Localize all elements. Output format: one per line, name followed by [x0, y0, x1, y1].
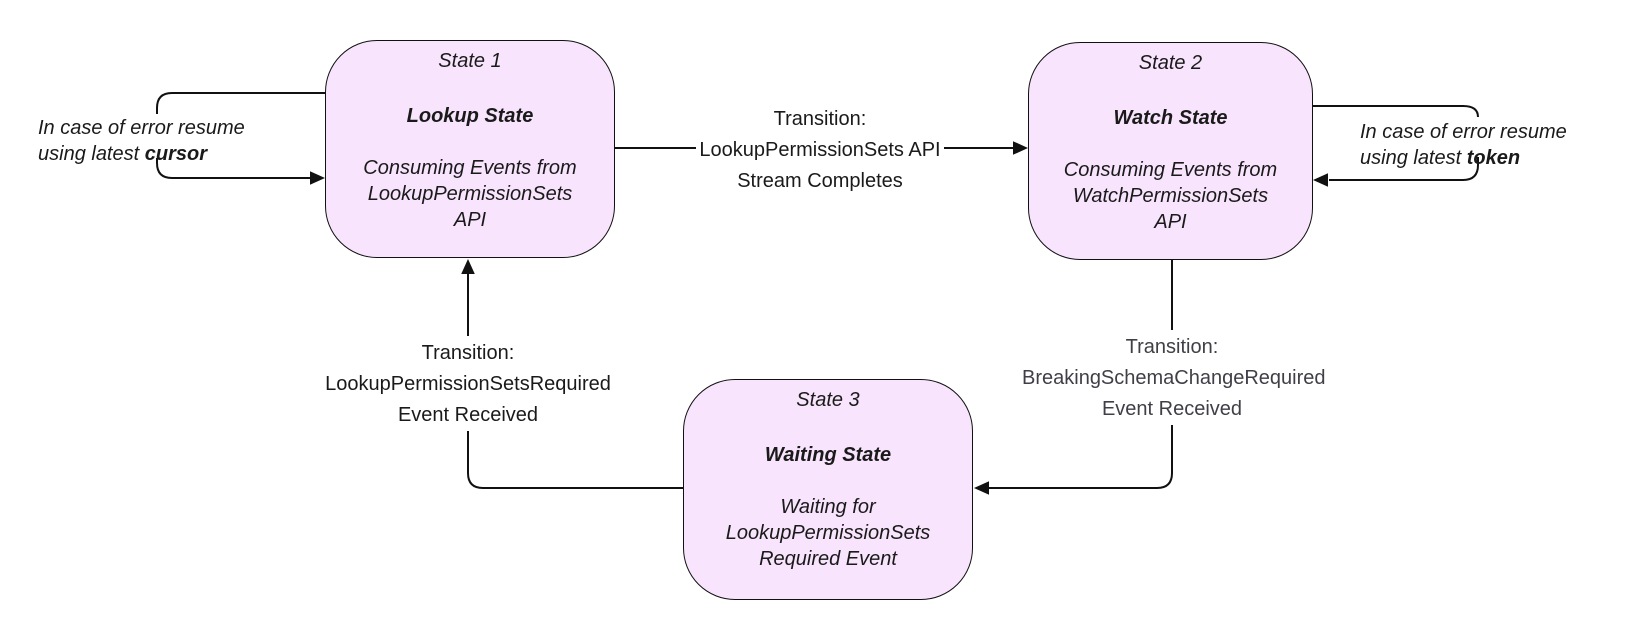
state-title: State 2	[1138, 52, 1203, 74]
error-note-line: using latest cursor	[38, 141, 245, 167]
error-note-cursor: In case of error resume using latest cur…	[38, 115, 245, 167]
error-note-prefix: using latest	[38, 143, 140, 165]
transition-line-waiting-to-lookup-lower	[467, 431, 683, 489]
transition-line-watch-to-waiting-lower	[989, 425, 1173, 489]
error-loop-cursor-out-line	[156, 92, 325, 114]
error-note-line: In case of error resume	[38, 117, 245, 139]
state-node-watch: State 2 Watch State Consuming Events fro…	[1028, 42, 1313, 260]
transition-label-line: Stream Completes	[737, 170, 903, 192]
error-loop-cursor-arrowhead	[310, 171, 325, 185]
transition-arrowhead-waiting-to-lookup	[461, 259, 475, 274]
error-loop-token-arrowhead	[1313, 173, 1328, 187]
transition-label-line: Transition:	[1125, 336, 1219, 358]
transition-label-line: LookupPermissionSets API	[696, 135, 944, 166]
state-name: Lookup State	[406, 105, 534, 127]
transition-label-line: LookupPermissionSetsRequired	[325, 373, 611, 395]
state-description-line: LookupPermissionSets	[367, 183, 573, 205]
state-title: State 1	[438, 50, 502, 72]
transition-label-line: BreakingSchemaChangeRequired	[1022, 367, 1326, 389]
state-node-waiting: State 3 Waiting State Waiting for Lookup…	[683, 379, 973, 600]
state-description: Waiting for LookupPermissionSets Require…	[684, 494, 972, 572]
transition-label-waiting-to-lookup: Transition: LookupPermissionSetsRequired…	[318, 338, 618, 431]
state-node-lookup: State 1 Lookup State Consuming Events fr…	[325, 40, 615, 258]
transition-arrowhead-lookup-to-watch	[1013, 141, 1028, 155]
error-note-line: In case of error resume	[1360, 121, 1567, 143]
state-description-line: Waiting for	[780, 496, 876, 518]
state-title: State 3	[796, 389, 860, 411]
state-description-line: WatchPermissionSets	[1072, 185, 1269, 207]
state-description-line: Consuming Events from	[363, 157, 577, 179]
state-name: Watch State	[1113, 107, 1228, 129]
error-note-prefix: using latest	[1360, 147, 1462, 169]
state-description-line: API	[1154, 211, 1187, 233]
transition-arrowhead-watch-to-waiting	[974, 481, 989, 495]
error-loop-token-out-line	[1313, 105, 1479, 118]
state-description: Consuming Events from WatchPermissionSet…	[1029, 157, 1312, 235]
error-note-keyword: cursor	[144, 143, 207, 165]
transition-label-line: Transition:	[421, 342, 515, 364]
state-description-line: Required Event	[759, 548, 897, 570]
state-description-line: LookupPermissionSets	[725, 522, 931, 544]
error-note-line: using latest token	[1360, 145, 1567, 171]
error-note-keyword: token	[1466, 147, 1521, 169]
transition-label-line: Transition:	[773, 108, 867, 130]
state-description-line: API	[453, 209, 487, 231]
transition-label-lookup-to-watch: Transition: LookupPermissionSets API Str…	[655, 104, 985, 197]
error-note-token: In case of error resume using latest tok…	[1360, 119, 1567, 171]
transition-label-line: Event Received	[1101, 398, 1243, 420]
transition-label-line: Event Received	[397, 404, 539, 426]
state-description: Consuming Events from LookupPermissionSe…	[326, 155, 614, 233]
state-name: Waiting State	[764, 444, 892, 466]
state-description-line: Consuming Events from	[1063, 159, 1278, 181]
transition-label-watch-to-waiting: Transition: BreakingSchemaChangeRequired…	[1022, 332, 1326, 425]
